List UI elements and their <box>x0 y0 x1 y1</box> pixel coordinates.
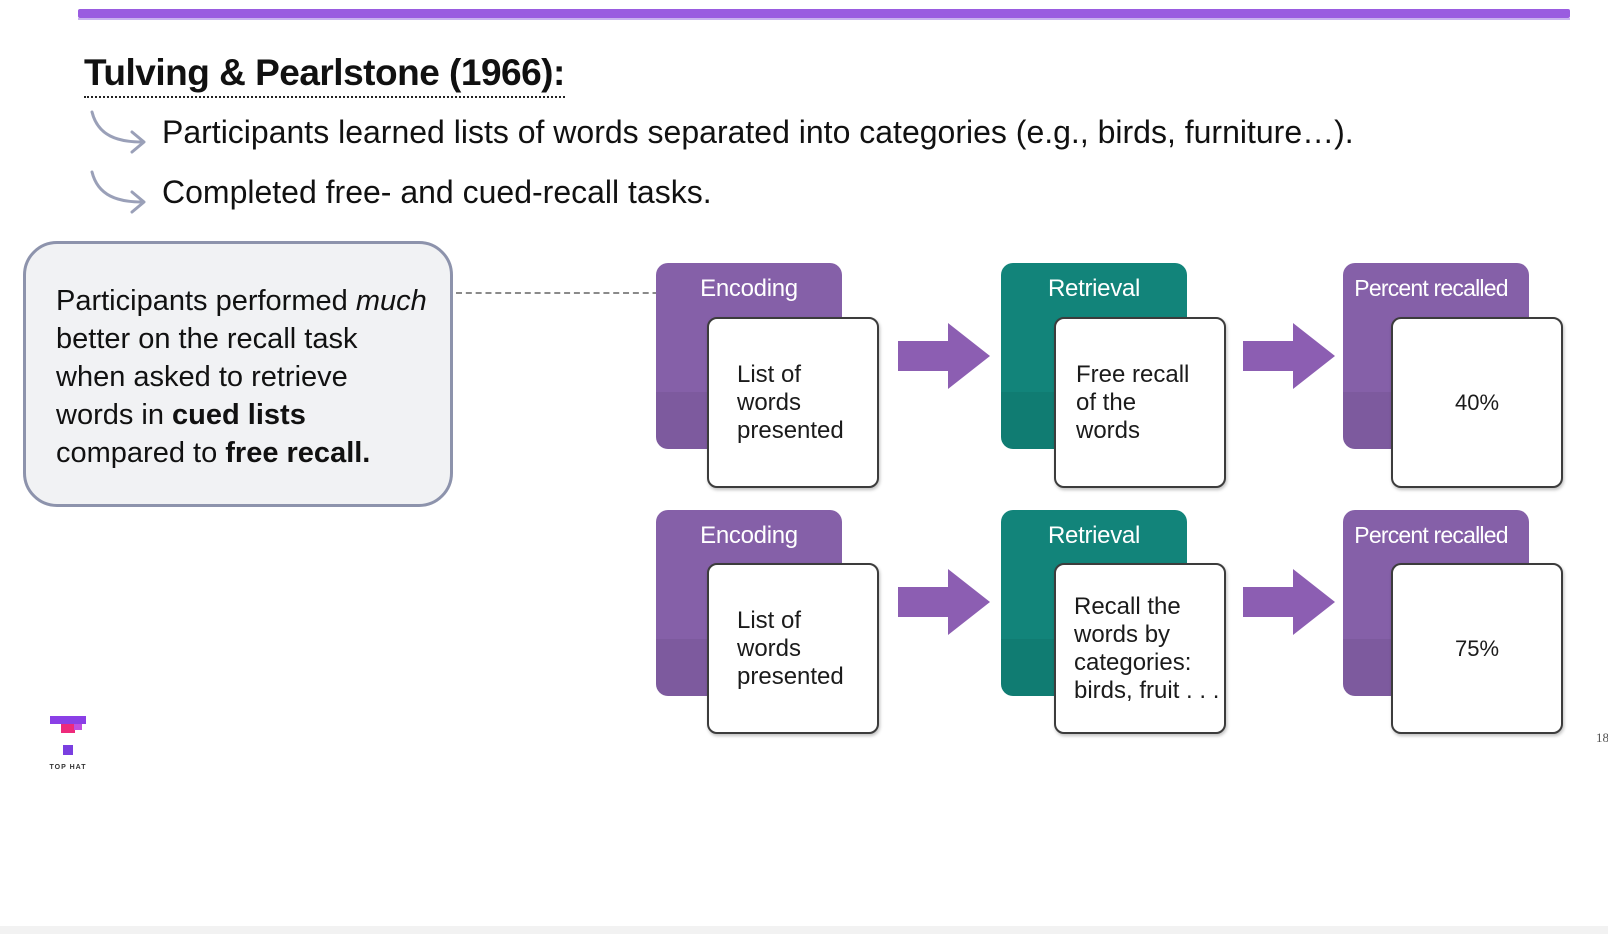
callout-text: Participants performed much better on th… <box>56 285 427 469</box>
encoding-label: Encoding <box>700 522 798 549</box>
flow-arrow-icon <box>898 569 990 635</box>
callout-connector-line <box>456 292 688 294</box>
retrieval-label: Retrieval <box>1048 522 1140 549</box>
percent-value: 40% <box>1454 389 1500 415</box>
emphasis-cued-lists: cued lists <box>172 399 306 431</box>
retrieval-card: Free recall of the words <box>1054 317 1226 488</box>
bottom-band <box>0 926 1608 934</box>
slide-title: Tulving & Pearlstone (1966): <box>84 52 565 98</box>
retrieval-card: Recall the words by categories: birds, f… <box>1054 563 1226 734</box>
emphasis-much: much <box>355 285 427 317</box>
curved-arrow-icon <box>90 170 146 214</box>
top-accent-rule <box>78 9 1570 20</box>
bullet-text: Completed free- and cued-recall tasks. <box>162 174 712 211</box>
percent-card: 75% <box>1391 563 1563 734</box>
bullet-text: Participants learned lists of words sepa… <box>162 114 1354 151</box>
encoding-label: Encoding <box>700 275 798 302</box>
top-hat-logo-icon <box>50 716 86 755</box>
curved-arrow-icon <box>90 110 146 154</box>
encoding-text: List of words presented <box>737 606 844 690</box>
flow-arrow-icon <box>898 323 990 389</box>
retrieval-label: Retrieval <box>1048 275 1140 302</box>
encoding-text: List of words presented <box>737 360 844 444</box>
retrieval-text: Recall the words by categories: birds, f… <box>1074 592 1220 704</box>
percent-value: 75% <box>1454 635 1500 661</box>
encoding-card: List of words presented <box>707 563 879 734</box>
flow-arrow-icon <box>1243 323 1335 389</box>
percent-label: Percent recalled <box>1354 275 1508 301</box>
encoding-card: List of words presented <box>707 317 879 488</box>
logo-wordmark: TOP HAT <box>49 764 87 771</box>
bullet-item: Completed free- and cued-recall tasks. <box>88 168 712 218</box>
flow-arrow-icon <box>1243 569 1335 635</box>
page-number: 18 <box>1596 730 1608 745</box>
retrieval-text: Free recall of the words <box>1076 360 1190 444</box>
percent-label: Percent recalled <box>1354 522 1508 548</box>
bullet-item: Participants learned lists of words sepa… <box>88 108 1354 158</box>
percent-card: 40% <box>1391 317 1563 488</box>
emphasis-free-recall: free recall. <box>225 437 371 469</box>
callout-box: Participants performed much better on th… <box>23 241 453 507</box>
